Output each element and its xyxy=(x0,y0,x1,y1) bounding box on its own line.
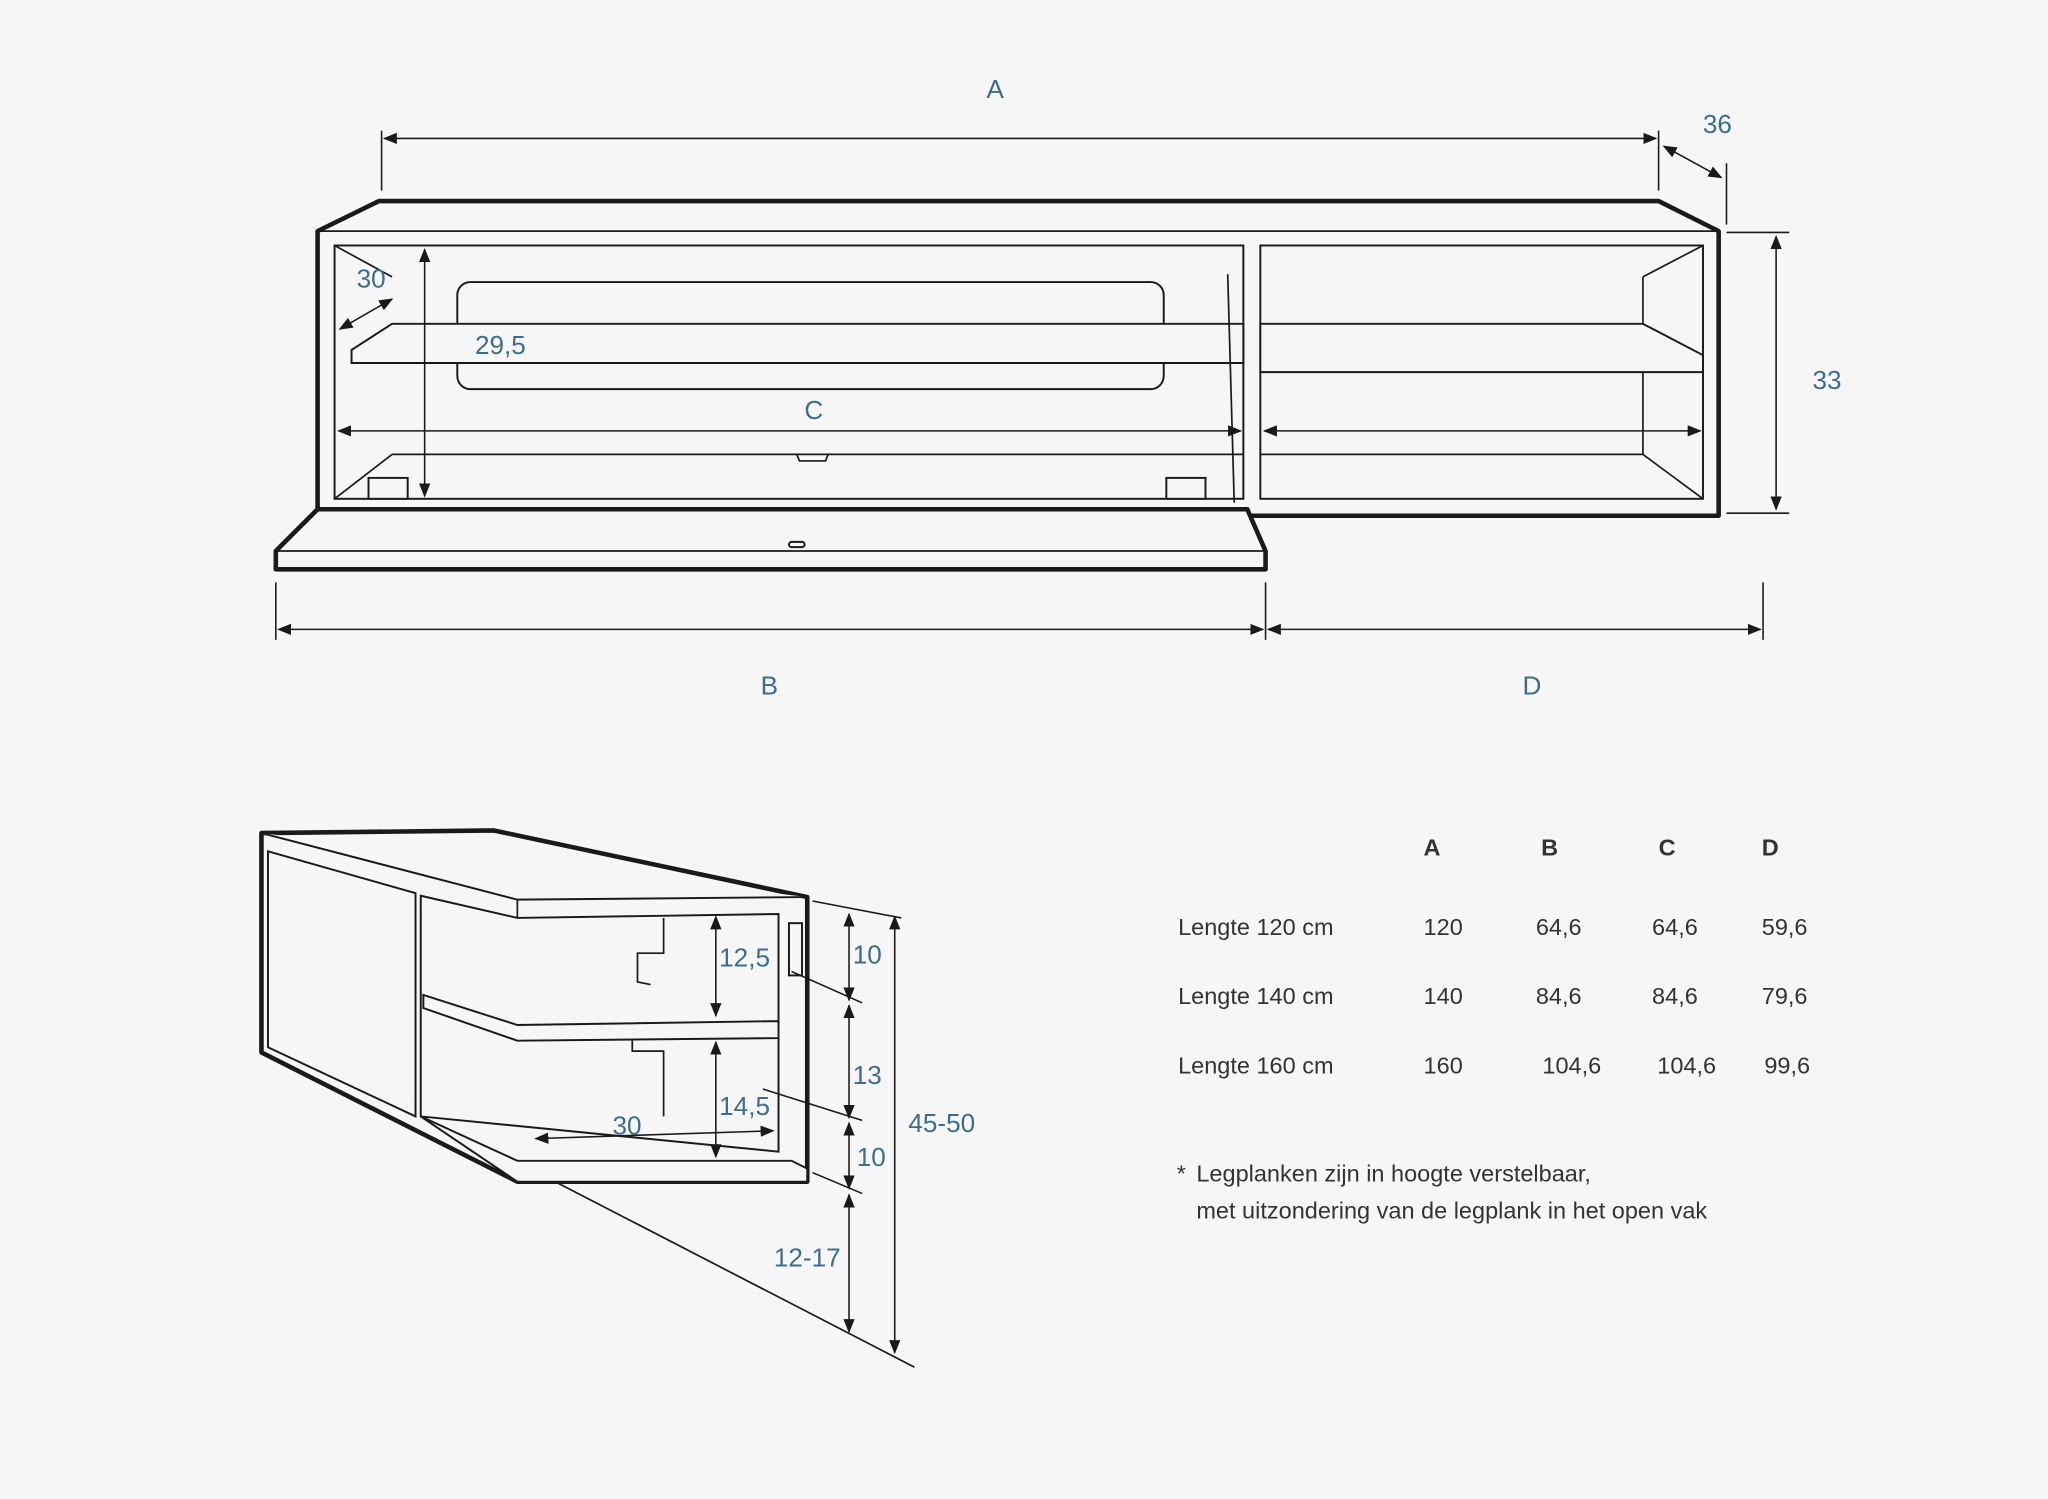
cell: 84,6 xyxy=(1536,983,1582,1009)
row-label: Lengte 120 cm xyxy=(1178,914,1333,940)
side-view-cabinet xyxy=(259,828,915,1368)
cell: 84,6 xyxy=(1652,983,1698,1009)
gas-strut xyxy=(1226,274,1236,503)
dim-lower-compartment: 14,5 xyxy=(719,1091,770,1121)
shelf-right xyxy=(1259,322,1704,374)
row-label: Lengte 140 cm xyxy=(1178,983,1333,1009)
front-view-dimensions: A 36 33 30 29,5 C B D xyxy=(275,74,1842,701)
footnote-line-1: Legplanken zijn in hoogte verstelbaar, xyxy=(1196,1161,1591,1187)
dim-top-section: 10 xyxy=(853,940,882,970)
cell: 104,6 xyxy=(1542,1052,1601,1078)
cell: 99,6 xyxy=(1764,1052,1810,1078)
cell: 160 xyxy=(1424,1052,1463,1078)
dim-total-height: 45-50 xyxy=(908,1108,975,1138)
dim-floor-gap: 12-17 xyxy=(774,1243,841,1273)
dim-c-label: C xyxy=(804,395,823,425)
front-view-cabinet xyxy=(273,198,1721,572)
cell: 104,6 xyxy=(1657,1052,1716,1078)
flap-door xyxy=(273,506,1268,572)
cell: 79,6 xyxy=(1762,983,1808,1009)
dim-inner-height-label: 29,5 xyxy=(475,330,526,360)
side-view-dimensions: 12,5 14,5 30 10 13 10 12-17 45-50 xyxy=(534,900,975,1355)
footnote-star: * xyxy=(1177,1161,1186,1187)
col-header-b: B xyxy=(1541,834,1558,860)
dim-b-label: B xyxy=(761,671,778,701)
dim-a-label: A xyxy=(987,74,1005,104)
dim-d-label: D xyxy=(1523,671,1542,701)
row-label: Lengte 160 cm xyxy=(1178,1052,1333,1078)
col-header-c: C xyxy=(1659,834,1676,860)
hinge-icon xyxy=(367,476,409,500)
side-shelf xyxy=(422,993,780,1042)
dim-height-label: 33 xyxy=(1813,365,1842,395)
footnote-line-2: met uitzondering van de legplank in het … xyxy=(1196,1197,1707,1223)
dim-depth-label: 36 xyxy=(1703,109,1732,139)
dim-middle-section: 13 xyxy=(853,1060,882,1090)
dim-shelf-depth: 30 xyxy=(613,1111,642,1141)
hinge-icon xyxy=(1165,476,1207,500)
cell: 64,6 xyxy=(1536,914,1582,940)
dimensions-table: A B C D Lengte 120 cm 120 64,6 64,6 59,6… xyxy=(1177,834,1810,1223)
cell: 59,6 xyxy=(1762,914,1808,940)
cell: 140 xyxy=(1424,983,1463,1009)
cell: 120 xyxy=(1424,914,1463,940)
dim-bottom-section: 10 xyxy=(857,1142,886,1172)
cell: 64,6 xyxy=(1652,914,1698,940)
dim-inner-depth-label: 30 xyxy=(357,263,386,293)
col-header-d: D xyxy=(1762,834,1779,860)
col-header-a: A xyxy=(1424,834,1441,860)
dim-upper-compartment: 12,5 xyxy=(719,942,770,972)
